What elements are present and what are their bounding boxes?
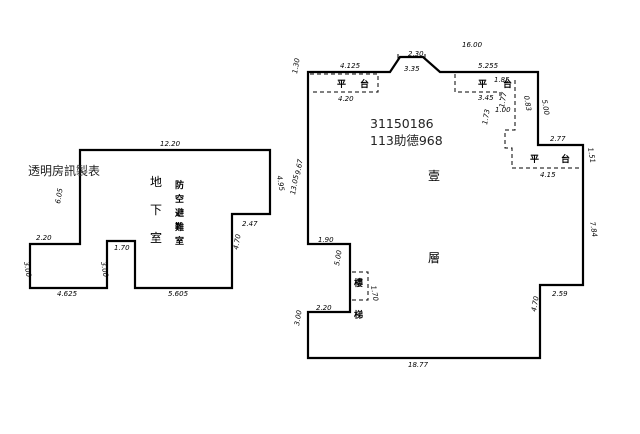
stair-char-1: 樓 — [354, 277, 363, 289]
stair-outline — [352, 271, 369, 301]
basement-dim-step-right: 2.47 — [242, 220, 258, 228]
balcony-2-char-1: 平 — [478, 79, 487, 90]
balcony-2-char-2: 台 — [503, 78, 512, 90]
basement-dim-top: 12.20 — [160, 140, 181, 148]
ff-dim-top-left: 4.125 — [340, 62, 361, 70]
ff-dim-balcony3-depth: 4.15 — [540, 171, 556, 179]
ff-dim-small-a: 1.77 — [498, 91, 509, 108]
basement-dim-right-upper: 4.95 — [275, 175, 286, 192]
ff-dim-bump-bottom: 3.35 — [404, 65, 420, 73]
ff-dim-step-right: 2.77 — [550, 135, 566, 143]
ff-dim-balcony1-depth: 4.20 — [338, 95, 354, 103]
ff-dim-small-b: 0.83 — [522, 95, 533, 112]
ff-dim-right-c: 1.00 — [495, 106, 511, 114]
basement-use-char-5: 室 — [175, 235, 184, 247]
ff-dim-balcony2-depth: 3.45 — [478, 94, 494, 102]
balcony-3-char-1: 平 — [530, 154, 539, 165]
ff-dim-right-d: 1.51 — [586, 147, 597, 164]
ff-dim-balcony2-w: 1.85 — [494, 76, 510, 84]
basement-room-char-1: 地 — [150, 175, 162, 189]
stair-char-2: 梯 — [354, 309, 363, 321]
floor-char-2: 層 — [428, 251, 440, 265]
ff-dim-left-main: 9.67 — [294, 158, 305, 175]
balcony-1-char-1: 平 — [337, 79, 346, 90]
basement-dim-notch-left: 3.00 — [99, 261, 110, 278]
case-name: 113助德968 — [370, 133, 443, 148]
basement-dim-left-lower: 3.00 — [22, 261, 33, 278]
ff-dim-bottom: 18.77 — [408, 361, 429, 369]
basement-outline — [28, 148, 272, 290]
case-id: 31150186 — [370, 116, 434, 131]
basement-dim-step-top: 2.20 — [36, 234, 52, 242]
basement-use-char-1: 防 — [175, 179, 184, 191]
first-floor-outline — [306, 55, 585, 360]
ff-dim-step-lower: 2.59 — [552, 290, 568, 298]
balcony-1-char-2: 台 — [360, 78, 369, 90]
ff-dim-stair-w: 5.00 — [333, 249, 344, 266]
balcony-1-outline — [310, 73, 379, 93]
basement-room-char-3: 室 — [150, 230, 162, 245]
basement-use-char-3: 避 — [175, 207, 185, 219]
ff-dim-step-bottom: 2.20 — [316, 304, 332, 312]
ff-dim-left-total: 13.05 — [289, 174, 300, 196]
balcony-2-outline — [454, 74, 501, 100]
basement-use-char-4: 難 — [175, 221, 184, 233]
floor-char-1: 壹 — [428, 169, 440, 183]
basement-dim-bottom-left: 4.625 — [57, 290, 78, 298]
basement-plan: 12.20 6.05 4.95 2.20 2.47 4.70 1.70 3.00… — [22, 140, 286, 298]
ff-dim-right-a: 5.00 — [540, 99, 551, 116]
ff-dim-right-lower: 4.70 — [530, 295, 541, 312]
first-floor-plan: 16.00 2.30 3.35 4.125 5.255 4.20 3.45 1.… — [289, 41, 599, 369]
basement-use-char-2: 空 — [175, 193, 184, 205]
ff-dim-bump-top: 2.30 — [408, 50, 424, 58]
basement-room-char-2: 下 — [150, 203, 162, 217]
overlay-title: 透明房訊製表 — [28, 163, 100, 178]
ff-dim-right-main: 7.84 — [588, 221, 599, 238]
ff-dim-left-bottom: 3.00 — [293, 309, 304, 326]
basement-dim-left-upper: 6.05 — [54, 187, 65, 204]
ff-dim-top-total: 16.00 — [462, 41, 483, 49]
ff-dim-right-b: 1.73 — [481, 109, 492, 126]
ff-dim-top-right: 5.255 — [478, 62, 499, 70]
balcony-3-char-2: 台 — [561, 153, 570, 165]
ff-dim-left-top: 1.30 — [291, 57, 302, 74]
ff-dim-step-left: 1.90 — [318, 236, 334, 244]
basement-dim-bottom-right: 5.605 — [168, 290, 189, 298]
basement-dim-right-lower: 4.70 — [232, 233, 243, 250]
balcony-2-edge — [504, 80, 583, 169]
ff-dim-stair-d: 1.70 — [369, 285, 380, 302]
basement-dim-notch-top: 1.70 — [114, 244, 130, 252]
